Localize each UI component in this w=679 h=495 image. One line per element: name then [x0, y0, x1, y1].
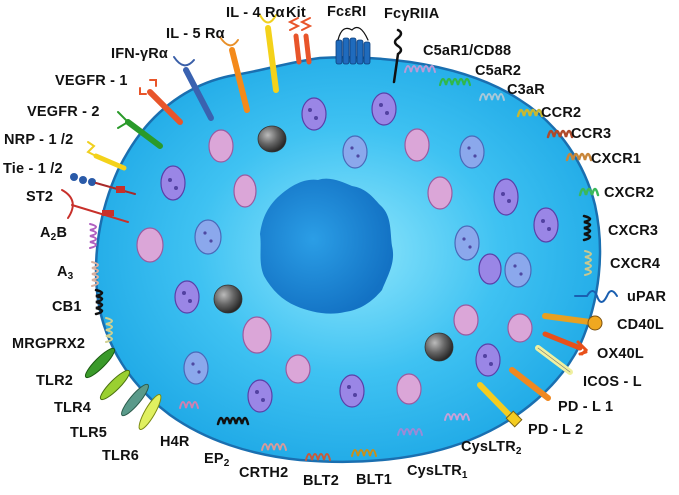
c5ar1-receptor	[404, 65, 436, 73]
st2-receptor	[61, 189, 129, 223]
label-upar: uPAR	[627, 289, 667, 305]
il5ra-receptor	[219, 36, 250, 113]
a3-receptor	[91, 261, 99, 287]
lipid-bodies	[213, 125, 454, 362]
secretory-granules	[136, 92, 559, 413]
label-cxcr2: CXCR2	[604, 185, 655, 201]
tlr5-receptor	[121, 383, 149, 417]
label-vegfr1: VEGFR - 1	[55, 73, 128, 89]
label-ccr3: CCR3	[571, 126, 612, 142]
label-st2: ST2	[26, 189, 54, 205]
label-ep2: EP2	[204, 451, 230, 469]
label-pdl2: PD - L 2	[528, 422, 584, 438]
tlr6-receptor	[138, 394, 162, 430]
label-mrgprx2: MRGPRX2	[12, 336, 86, 352]
label-tlr2: TLR2	[36, 373, 74, 389]
cxcr2-receptor	[578, 187, 600, 197]
label-cysltr1: CysLTR1	[407, 463, 468, 481]
nrp-receptor	[86, 141, 127, 171]
cxcr3-receptor	[582, 214, 592, 242]
upar-receptor	[574, 290, 618, 303]
cd40l-ligand	[542, 313, 603, 331]
tlr4-receptor	[99, 369, 131, 401]
receptors	[61, 14, 618, 461]
label-fcgriia: FcγRIIA	[384, 6, 440, 22]
ox40l-ligand	[542, 331, 589, 356]
label-c5ar2: C5aR2	[475, 63, 522, 79]
ifngra-receptor	[173, 56, 214, 121]
label-cd40l: CD40L	[617, 317, 664, 333]
vegfr2-receptor	[117, 111, 163, 149]
fcgriia-receptor	[392, 28, 403, 84]
label-tlr5: TLR5	[70, 425, 108, 441]
label-kit: Kit	[286, 5, 306, 21]
pdl2-ligand	[477, 382, 523, 428]
label-c5ar1: C5aR1/CD88	[423, 43, 512, 59]
h4r-receptor	[179, 401, 199, 409]
label-tlr4: TLR4	[54, 400, 92, 416]
label-tie: Tie - 1 /2	[3, 161, 63, 177]
fceri-receptor	[335, 27, 371, 65]
label-blt2: BLT2	[303, 473, 339, 489]
label-ifngra: IFN-γRα	[111, 46, 169, 62]
cxcr1-receptor	[565, 152, 593, 162]
cysltr2-receptor	[444, 413, 470, 421]
label-a3: A3	[57, 264, 74, 282]
label-a2b: A2B	[40, 225, 68, 243]
label-blt1: BLT1	[356, 472, 392, 488]
cb1-receptor	[94, 288, 104, 316]
label-pdl1: PD - L 1	[558, 399, 614, 415]
blt1-receptor	[351, 449, 377, 457]
label-il5ra: IL - 5 Rα	[166, 26, 225, 42]
label-h4r: H4R	[160, 434, 190, 450]
label-cxcr1: CXCR1	[591, 151, 642, 167]
label-cb1: CB1	[52, 299, 82, 315]
label-ox40l: OX40L	[597, 346, 644, 362]
label-vegfr2: VEGFR - 2	[27, 104, 100, 120]
ccr3-receptor	[546, 129, 574, 139]
label-cxcr3: CXCR3	[608, 223, 659, 239]
ccr2-receptor	[516, 108, 544, 118]
nucleus	[260, 178, 394, 314]
label-icosl: ICOS - L	[583, 374, 642, 390]
kit-receptor	[287, 17, 313, 65]
a2b-receptor	[89, 223, 97, 249]
label-nrp: NRP - 1 /2	[4, 132, 74, 148]
label-fceri: FcεRI	[327, 4, 367, 20]
mrgprx2-receptor	[105, 317, 113, 343]
crth2-receptor	[261, 443, 287, 451]
label-ccr2: CCR2	[541, 105, 582, 121]
label-c3ar: C3aR	[507, 82, 545, 98]
vegfr1-receptor	[139, 79, 183, 125]
c5ar2-receptor	[438, 77, 472, 87]
label-crth2: CRTH2	[239, 465, 289, 481]
label-tlr6: TLR6	[102, 448, 140, 464]
ep2-receptor	[216, 416, 250, 426]
cxcr4-receptor	[584, 250, 592, 276]
label-il4ra: IL - 4 Rα	[226, 5, 285, 21]
tlr2-receptor	[84, 347, 116, 379]
il4ra-receptor	[259, 14, 279, 93]
tie-receptor	[70, 173, 136, 195]
cysltr1-receptor	[397, 428, 423, 436]
blt2-receptor	[305, 453, 331, 461]
pdl1-ligand	[509, 367, 551, 401]
icosl-ligand	[535, 345, 573, 375]
label-cxcr4: CXCR4	[610, 256, 661, 272]
c3ar-receptor	[479, 93, 505, 101]
label-cysltr2: CysLTR2	[461, 439, 522, 457]
